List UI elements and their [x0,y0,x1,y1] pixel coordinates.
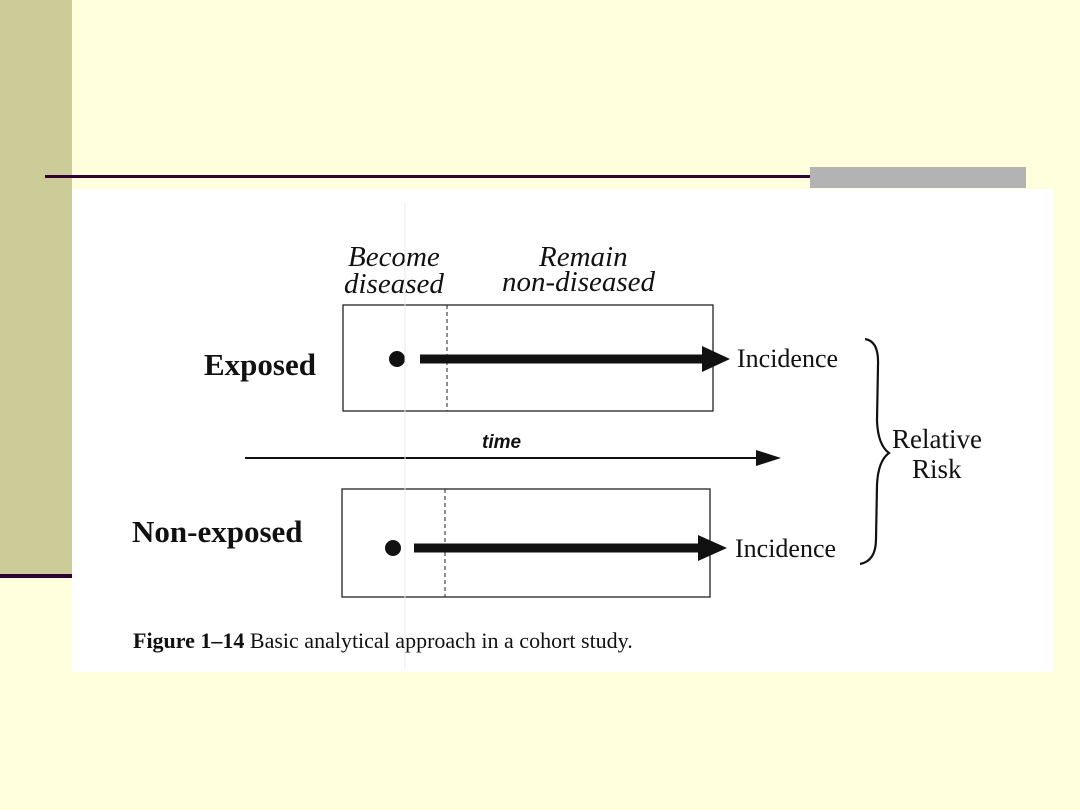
non-exposed-arrow-head [698,535,727,561]
exposed-incidence: Incidence [737,344,838,373]
cohort-study-figure: Become diseased Remain non-diseased Expo… [72,189,1053,672]
slide-accent-block [810,167,1026,188]
exposed-arrow-head [702,346,730,372]
relative-risk-brace [859,337,891,566]
exposed-onset-dot [389,351,405,367]
non-exposed-incidence: Incidence [735,534,836,563]
figure-caption-text: Basic analytical approach in a cohort st… [249,628,633,653]
time-label: time [482,432,522,453]
row-label-exposed: Exposed [204,347,316,382]
time-axis-arrow-head [756,450,781,466]
figure-number: Figure 1–14 [133,628,245,653]
header-become-line2: diseased [344,268,444,300]
relative-risk-line2: Risk [912,454,962,484]
slide-side-bar [0,0,72,574]
slide-top-rule [45,175,1026,178]
header-become-line1: Become [348,241,440,273]
row-label-non-exposed: Non-exposed [132,514,303,549]
cohort-diagram: Become diseased Remain non-diseased Expo… [132,203,982,669]
slide-bottom-rule [0,574,72,578]
header-remain-line2: non-diseased [502,266,656,298]
figure-caption: Figure 1–14 Basic analytical approach in… [133,628,633,654]
relative-risk-line1: Relative [892,424,982,454]
header-remain-line1: Remain [538,241,628,273]
non-exposed-onset-dot [385,540,401,556]
